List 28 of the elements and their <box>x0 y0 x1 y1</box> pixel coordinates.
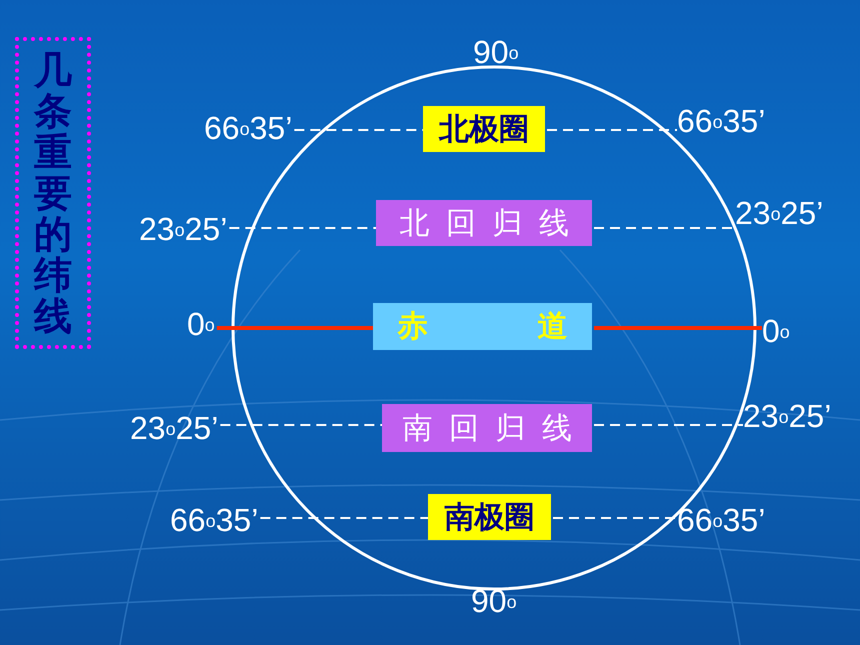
degree-label: 90$^{o}$ <box>473 34 519 71</box>
degree-label: 23$^{o}$25’ <box>743 398 832 435</box>
degree-label: 66$^{o}$35’ <box>204 110 292 147</box>
latitude-line <box>547 129 677 131</box>
latitude-line <box>260 517 428 519</box>
latitude-label-box: 南回归线 <box>382 404 592 452</box>
degree-label: 23$^{o}$25’ <box>735 195 824 232</box>
latitude-line <box>553 517 677 519</box>
latitude-line <box>594 227 735 229</box>
latitude-label-box: 北极圈 <box>423 106 545 152</box>
latitude-line <box>229 227 376 229</box>
degree-label: 66$^{o}$35’ <box>677 502 766 539</box>
latitude-line <box>594 424 743 426</box>
latitude-line <box>294 129 423 131</box>
degree-label: 23$^{o}$25’ <box>139 211 228 248</box>
degree-label: 0$^{o}$ <box>762 313 790 350</box>
degree-label: 66$^{o}$35’ <box>677 103 766 140</box>
equator-line <box>594 326 762 330</box>
latitude-line <box>220 424 382 426</box>
latitude-label-box: 北回归线 <box>376 200 592 246</box>
degree-label: 23$^{o}$25’ <box>130 410 218 447</box>
equator-line <box>216 326 373 330</box>
latitude-label-box: 南极圈 <box>428 494 551 540</box>
latitude-label-box: 赤 道 <box>373 303 592 350</box>
degree-label: 90$^{o}$ <box>471 583 517 620</box>
degree-label: 0$^{o}$ <box>187 306 215 343</box>
title-box: 几条重要的纬线 <box>15 37 91 349</box>
degree-label: 66$^{o}$35’ <box>170 502 258 539</box>
